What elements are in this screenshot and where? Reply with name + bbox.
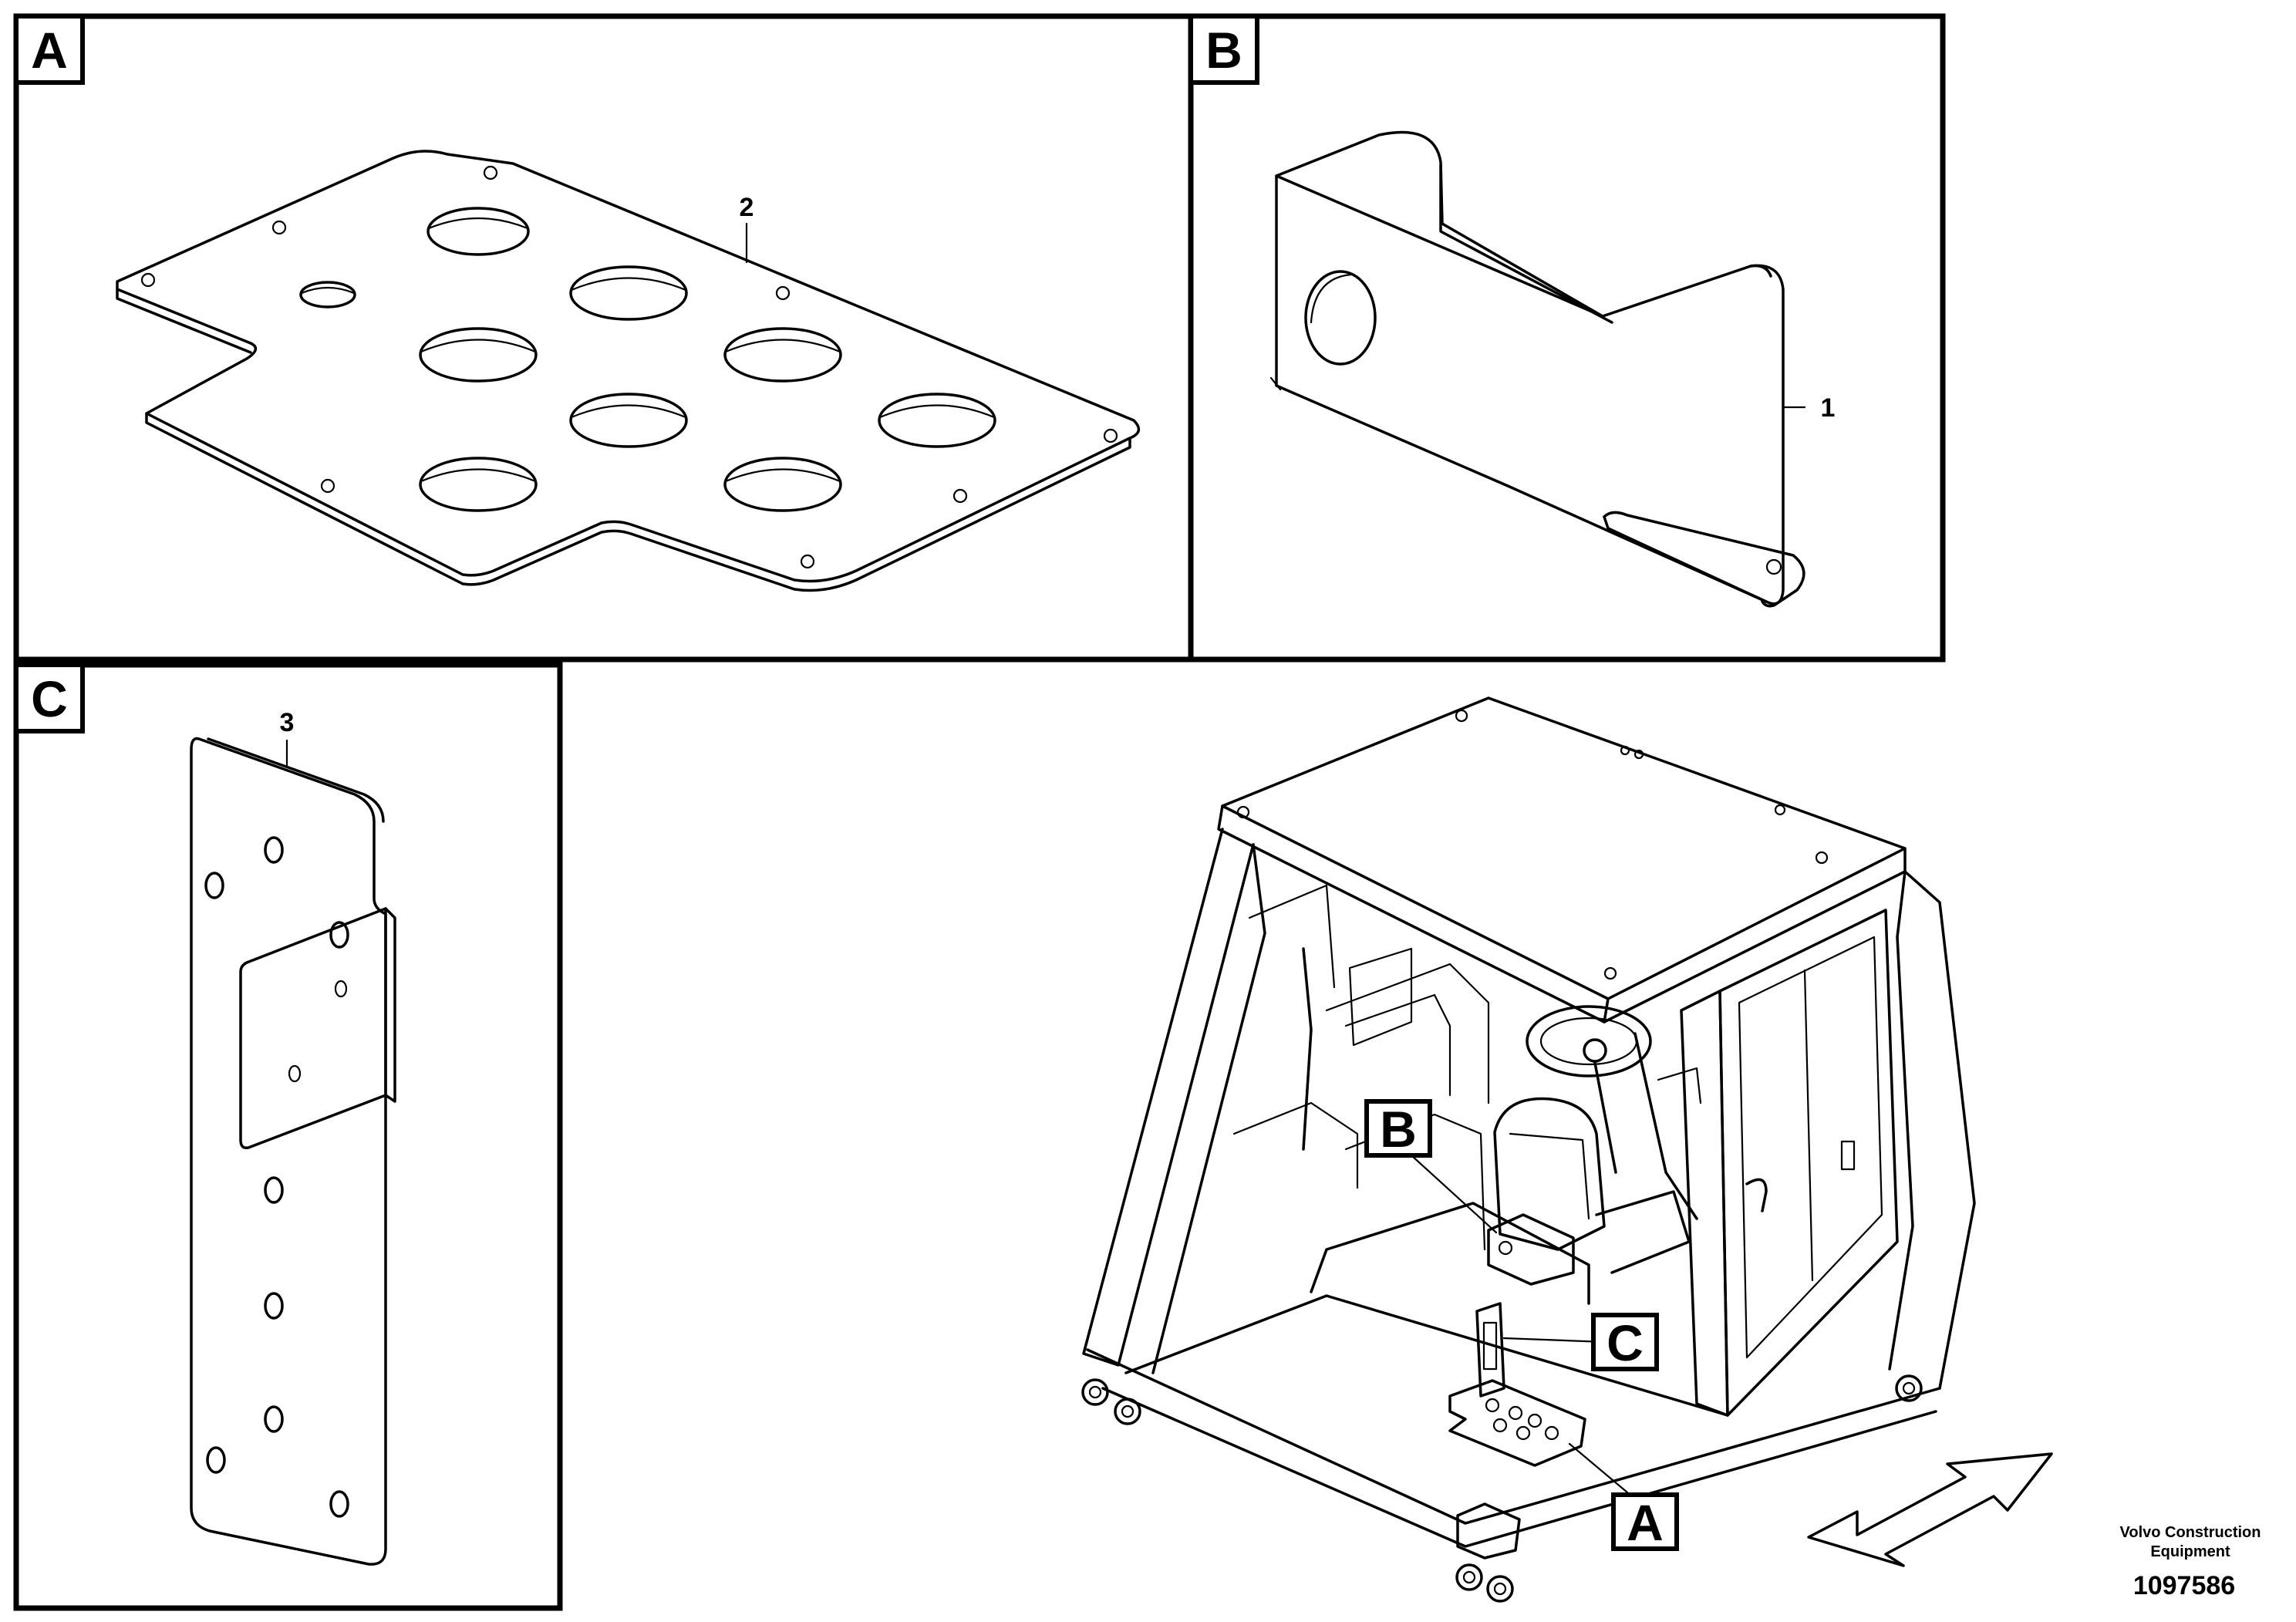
direction-arrow bbox=[1807, 1452, 2053, 1567]
panel-c-label-box bbox=[14, 663, 85, 733]
plate-bolt-holes bbox=[140, 165, 1118, 569]
panel-c-label: C bbox=[31, 670, 68, 727]
footer-brand-line1: Volvo Construction bbox=[2120, 1524, 2261, 1541]
part-number-1: 1 bbox=[1821, 393, 1836, 423]
panel-b-label-box bbox=[1188, 14, 1259, 85]
footer: Volvo Construction Equipment 1097586 bbox=[2120, 1524, 2261, 1600]
callout-b: B bbox=[1380, 1101, 1417, 1158]
mounting-holes bbox=[204, 836, 349, 1518]
casters bbox=[1081, 1374, 1923, 1603]
callout-a: A bbox=[1627, 1494, 1664, 1551]
panel-a-label: A bbox=[31, 22, 68, 79]
panel-a: A bbox=[13, 13, 1194, 663]
mounting-plate-part: 3 bbox=[190, 708, 396, 1566]
callout-c: C bbox=[1607, 1314, 1644, 1371]
callout-b-box bbox=[1364, 1099, 1432, 1158]
cab-part-locations bbox=[1448, 1213, 1586, 1467]
part-number-2: 2 bbox=[740, 193, 754, 222]
panel-c: C bbox=[13, 662, 563, 1611]
panel-a-label-box bbox=[14, 14, 85, 85]
cab-overview: B C A bbox=[1081, 696, 1976, 1603]
floor-plate-part: 2 bbox=[116, 150, 1141, 592]
panel-b: B bbox=[1188, 13, 1946, 663]
panel-b-label: B bbox=[1205, 22, 1242, 79]
cover-bracket-part: 1 bbox=[1269, 130, 1836, 608]
part-number-3: 3 bbox=[280, 708, 295, 737]
callout-a-box bbox=[1611, 1492, 1679, 1551]
footer-brand-line2: Equipment bbox=[2150, 1543, 2230, 1560]
callout-c-box bbox=[1591, 1313, 1659, 1371]
drawing-number: 1097586 bbox=[2133, 1571, 2235, 1600]
plate-holes bbox=[299, 207, 996, 512]
